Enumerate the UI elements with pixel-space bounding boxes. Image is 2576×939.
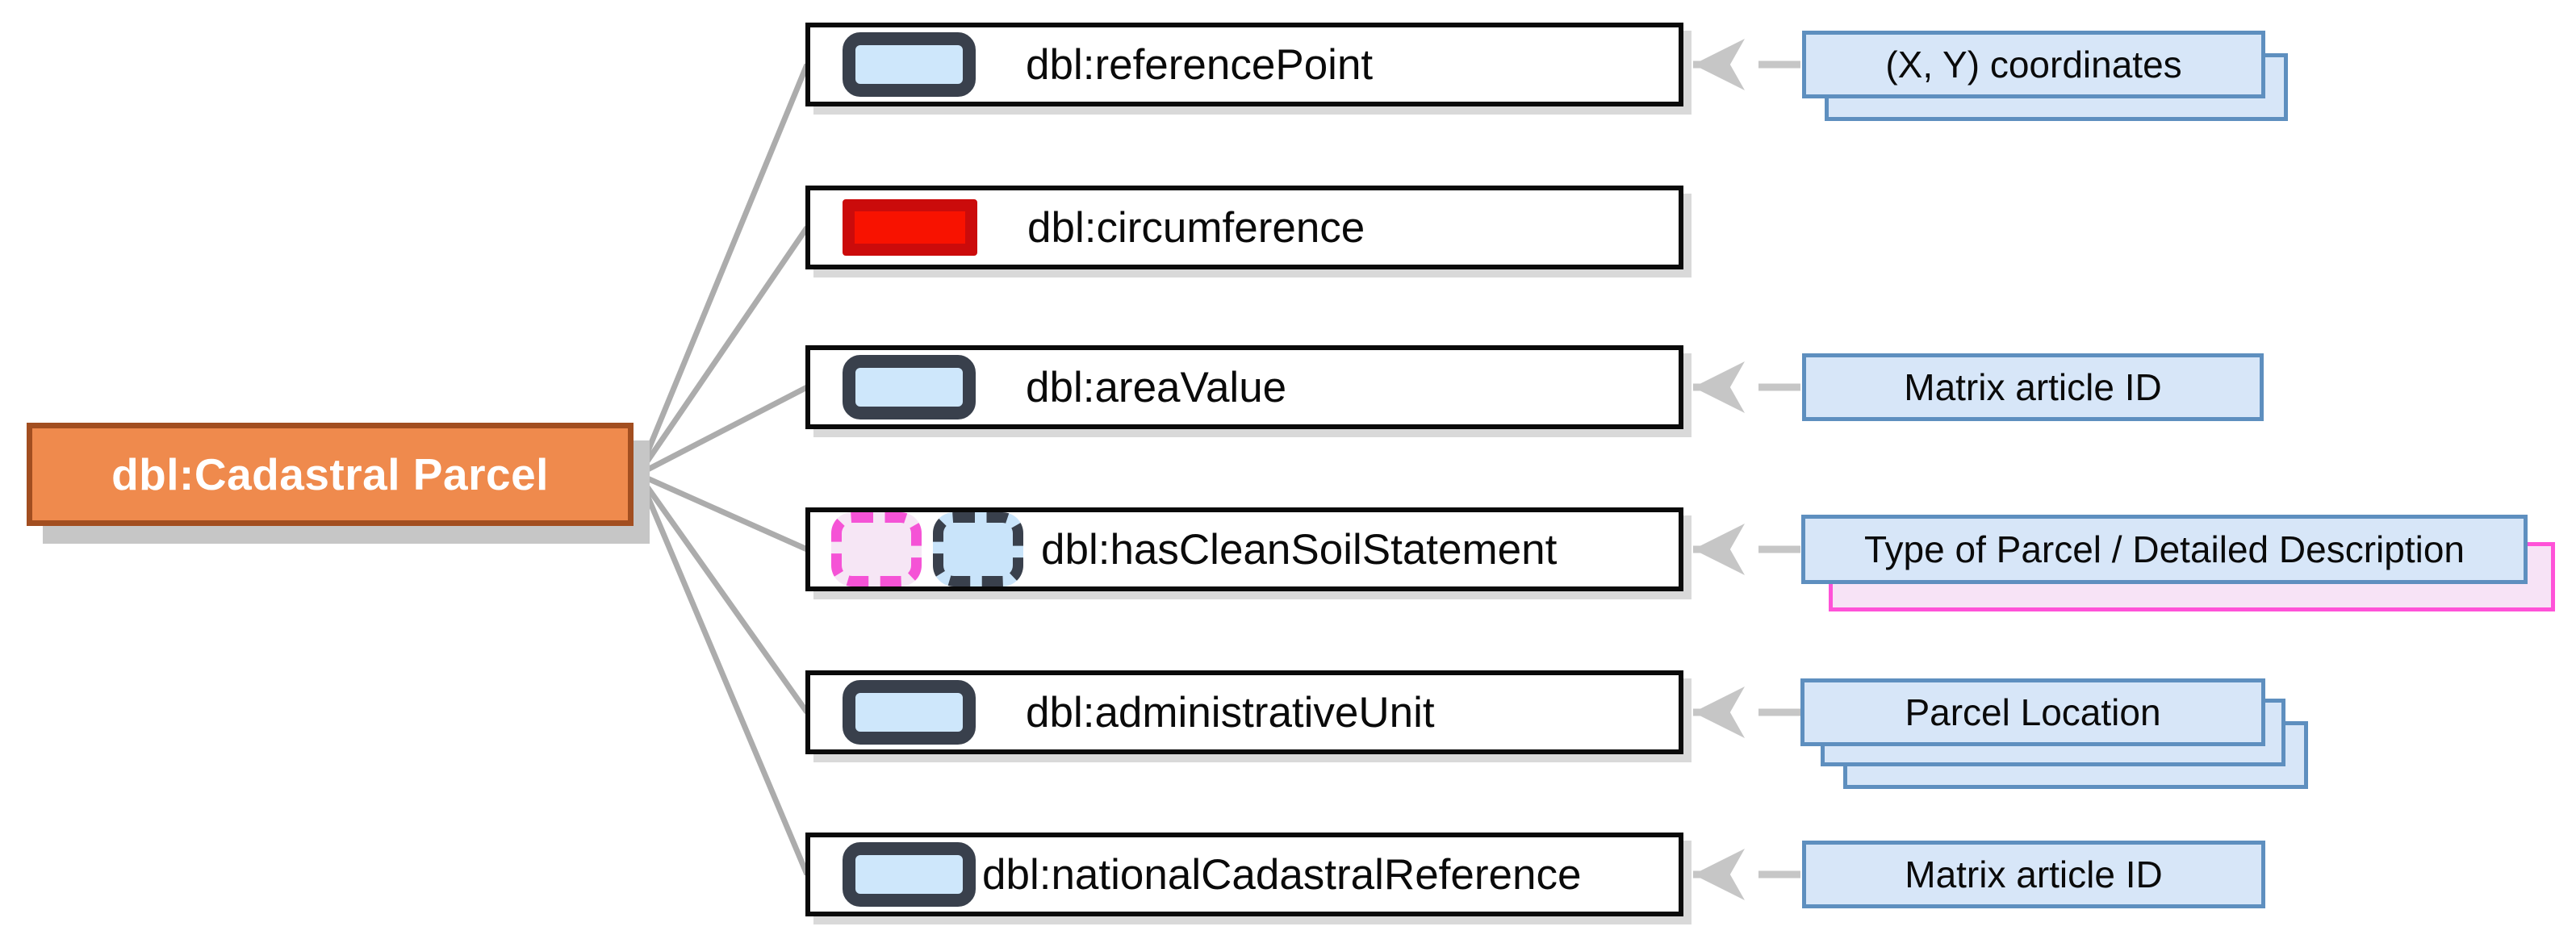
property-node-area-value[interactable]: dbl:areaValue (805, 345, 1683, 429)
red-rect-icon (843, 199, 977, 256)
property-node-administrative-unit[interactable]: dbl:administrativeUnit (805, 670, 1683, 754)
property-node-reference-point[interactable]: dbl:referencePoint (805, 23, 1683, 106)
note-parcel-location[interactable]: Parcel Location (1800, 678, 2308, 789)
fan-lines (635, 63, 810, 876)
property-node-national-cadastral-reference[interactable]: dbl:nationalCadastralReference (805, 833, 1683, 916)
note-text: (X, Y) coordinates (1885, 44, 2182, 86)
datatype-rect-icon (843, 32, 976, 97)
property-label: dbl:referencePoint (1026, 40, 1374, 89)
property-label: dbl:administrativeUnit (1026, 688, 1435, 737)
note-text: Parcel Location (1905, 691, 2161, 733)
note-text: Type of Parcel / Detailed Description (1863, 528, 2465, 570)
note-connectors (1693, 39, 1800, 900)
property-node-has-clean-soil-statement[interactable]: dbl:hasCleanSoilStatement (805, 507, 1683, 591)
datatype-rect-icon (843, 355, 976, 419)
note-matrix-article-id-2[interactable]: Matrix article ID (1802, 841, 2265, 908)
note-xy-coordinates[interactable]: (X, Y) coordinates (1802, 31, 2288, 121)
note-text: Matrix article ID (1904, 366, 2162, 408)
class-node-label: dbl:Cadastral Parcel (111, 449, 549, 499)
property-label: dbl:hasCleanSoilStatement (1041, 525, 1558, 574)
note-type-of-parcel[interactable]: Type of Parcel / Detailed Description (1801, 515, 2555, 611)
property-label: dbl:circumference (1027, 203, 1365, 252)
dashed-dark-rect-icon (933, 512, 1023, 586)
dashed-pink-rect-icon (831, 512, 922, 586)
note-matrix-article-id-1[interactable]: Matrix article ID (1802, 353, 2264, 421)
property-label: dbl:areaValue (1026, 363, 1287, 411)
property-label: dbl:nationalCadastralReference (982, 850, 1582, 899)
datatype-rect-icon (843, 842, 976, 907)
property-node-circumference[interactable]: dbl:circumference (805, 186, 1683, 269)
class-node-cadastral-parcel[interactable]: dbl:Cadastral Parcel (27, 423, 634, 526)
datatype-rect-icon (843, 680, 976, 745)
note-text: Matrix article ID (1905, 853, 2163, 895)
